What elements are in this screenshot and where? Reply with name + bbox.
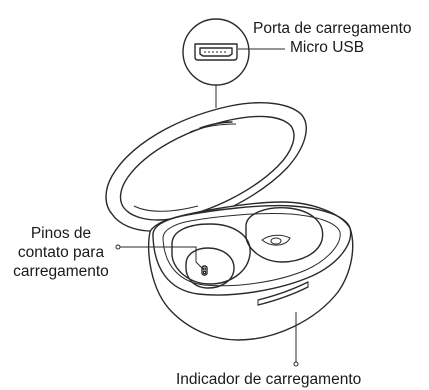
pins-label-line1: Pinos de <box>30 225 92 242</box>
micro-usb-zoom-callout <box>182 18 285 108</box>
charging-pins-label: Pinos de contato para carregamento <box>6 224 116 281</box>
right-earbud-cavity <box>245 207 324 263</box>
case-base <box>147 201 354 341</box>
indicator-leader <box>293 312 299 367</box>
micro-usb-port-icon <box>194 43 238 61</box>
pins-leader <box>115 244 205 271</box>
charging-indicator-window <box>257 281 309 306</box>
pins-label-line3: carregamento <box>13 263 109 280</box>
charging-indicator-label: Indicador de carregamento <box>176 371 362 388</box>
charging-pins <box>201 265 208 276</box>
charging-port-label-line1: Porta de carregamento <box>253 20 412 37</box>
charging-port-label: Porta de carregamento Micro USB <box>253 19 412 57</box>
pins-label-line2: contato para <box>17 244 105 261</box>
charging-port-label-line2: Micro USB <box>290 39 365 56</box>
